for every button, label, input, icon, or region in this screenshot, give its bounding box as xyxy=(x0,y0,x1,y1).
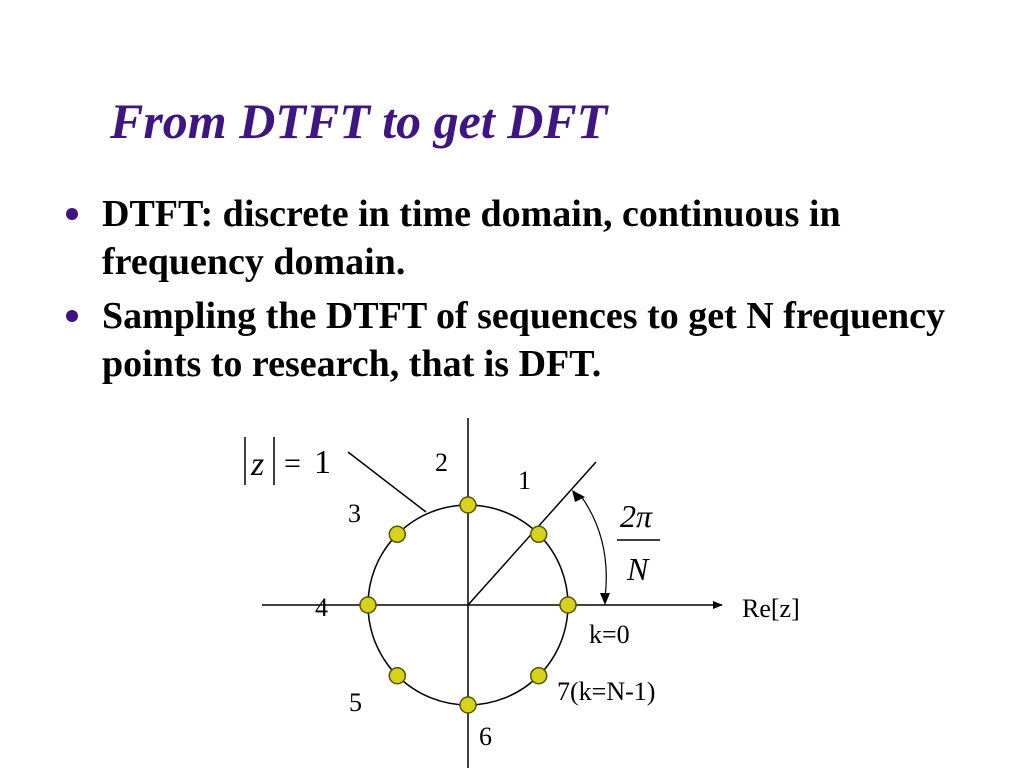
sample-point-2 xyxy=(459,496,477,514)
sample-point-4 xyxy=(359,596,377,614)
point-label-7: 7(k=N-1) xyxy=(557,677,655,706)
abs-one-value: 1 xyxy=(314,444,331,481)
sample-point-1 xyxy=(529,525,548,544)
angle-step-label: 2π N xyxy=(617,498,660,587)
angle-arc-arrow-top-icon xyxy=(572,490,585,502)
sample-points xyxy=(359,496,577,714)
angle-denominator: N xyxy=(626,551,650,587)
bullet-dot-icon xyxy=(66,310,78,322)
point-label-1: 1 xyxy=(518,466,531,495)
angle-arc-arrow-bottom-icon xyxy=(600,593,610,605)
sample-point-0 xyxy=(559,596,577,614)
slide-title: From DTFT to get DFT xyxy=(110,93,608,149)
abs-equals-sign: = xyxy=(284,447,301,480)
point-label-5: 5 xyxy=(349,688,362,717)
point-label-6: 6 xyxy=(479,722,492,751)
sample-point-6 xyxy=(459,696,477,714)
point-label-4: 4 xyxy=(315,593,328,622)
real-axis-label: Re[z] xyxy=(742,594,800,623)
unit-circle-pointer-line xyxy=(347,451,427,513)
angle-arc xyxy=(580,495,607,599)
bullet-dot-icon xyxy=(66,208,78,220)
sample-point-3 xyxy=(388,525,407,544)
abs-z-symbol: z xyxy=(250,446,264,483)
point-label-3: 3 xyxy=(348,499,361,528)
bullet-text: DTFT: discrete in time domain, continuou… xyxy=(102,193,841,283)
bullet-item: Sampling the DTFT of sequences to get N … xyxy=(66,292,966,388)
point-label-2: 2 xyxy=(435,448,448,477)
bullet-item: DTFT: discrete in time domain, continuou… xyxy=(66,190,966,286)
bullet-text: Sampling the DTFT of sequences to get N … xyxy=(102,295,946,385)
sample-point-7 xyxy=(529,666,548,685)
bullet-list: DTFT: discrete in time domain, continuou… xyxy=(66,190,966,394)
sample-point-5 xyxy=(388,666,407,685)
angle-numerator: 2π xyxy=(620,498,653,534)
unit-circle-label: z = 1 xyxy=(244,437,331,485)
point-label-k0: k=0 xyxy=(589,620,630,649)
